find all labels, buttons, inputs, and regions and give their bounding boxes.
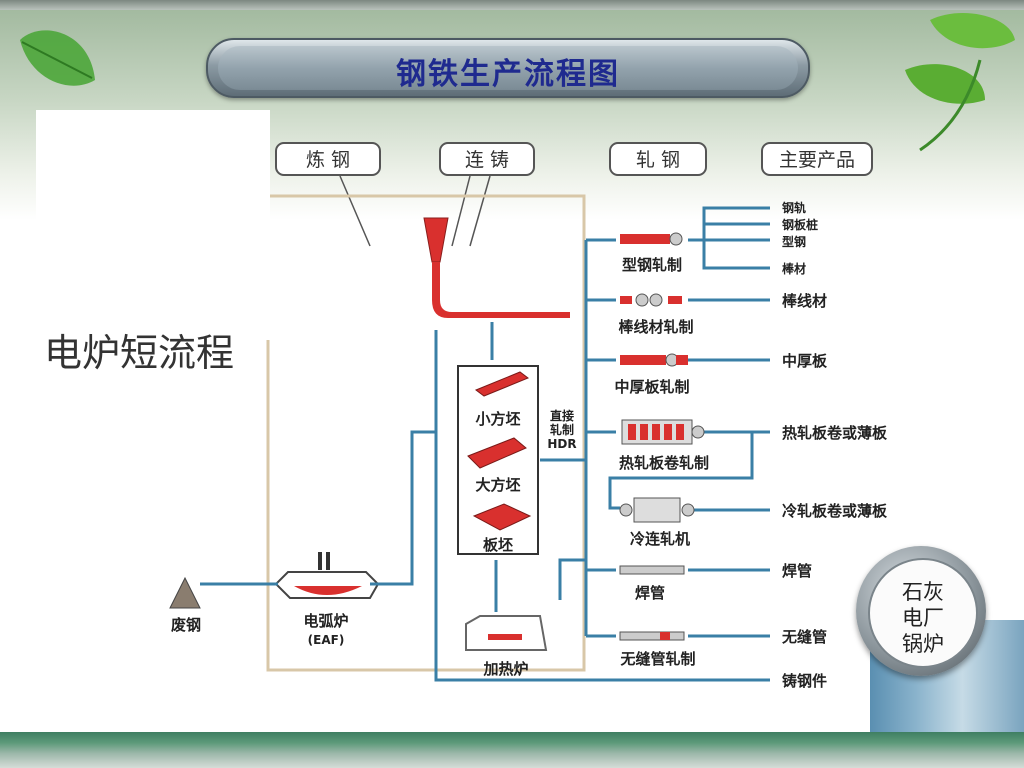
product-label: 钢轨 [782,200,806,215]
mill-label: 焊管 [635,584,665,602]
steelmaking-frame [266,194,586,672]
scrap-label: 废钢 [171,616,201,634]
mill-label: 棒线材轧制 [618,318,693,336]
stage-header-rolling: 轧 钢 [609,142,707,176]
mill-label: 冷连轧机 [630,530,690,548]
small-billet-icon [474,371,530,397]
stage-header-casting: 连 铸 [439,142,535,176]
product-label: 钢板桩 [782,217,818,232]
blank-panel [36,110,270,340]
large-billet-icon [467,437,527,469]
bottom-frame [0,732,1024,768]
stage-header-products: 主要产品 [761,142,873,176]
pointer-line [469,175,491,247]
seamless-pipe-icon [619,631,685,641]
flow-lines [200,206,770,682]
product-label: 型钢 [782,234,806,249]
hot-strip-mill-icon [621,419,705,445]
hdr-label-3: HDR [547,437,576,451]
top-frame [0,0,1024,10]
stage-header-steelmaking: 炼 钢 [275,142,381,176]
title-inner [218,46,798,90]
link-badge[interactable]: 石灰 电厂 锅炉 [856,546,986,676]
product-label: 中厚板 [782,352,828,370]
eaf-label: 电弧炉 [303,612,348,630]
mill-label: 热轧板卷轧制 [619,454,709,472]
mill-label: 中厚板轧制 [614,378,689,396]
furnace-label: 加热炉 [482,660,528,678]
welded-pipe-icon [619,565,685,575]
hdr-label-2: 轧制 [550,422,574,437]
side-label: 电炉短流程 [40,320,239,379]
stage-header-label: 连 铸 [465,149,509,171]
product-label: 棒材 [782,261,806,276]
eaf-abbr-label: (EAF) [308,633,345,647]
hdr-label-1: 直接 [550,408,574,423]
section-mill-icon [620,232,683,246]
small-billet-label: 小方坯 [475,410,520,428]
eaf-icon [274,552,380,599]
stage-header-label: 炼 钢 [306,149,350,171]
product-label: 无缝管 [781,628,827,646]
product-label: 热轧板卷或薄板 [782,424,888,442]
pointer-line [339,175,371,247]
title-bar: 钢铁生产流程图 [206,38,810,98]
pointer-line [451,175,471,247]
slab-label: 板坯 [483,536,513,554]
product-label: 铸钢件 [782,672,827,690]
large-billet-label: 大方坯 [475,476,520,494]
product-label: 焊管 [782,562,812,580]
badge-face: 石灰 电厂 锅炉 [868,558,978,668]
badge-line-3: 锅炉 [902,632,944,656]
plate-mill-icon [620,353,688,367]
mill-label: 无缝管轧制 [619,650,695,668]
product-label: 棒线材 [782,292,827,310]
badge-line-2: 电厂 [902,606,944,630]
slab-icon [472,503,532,531]
bar-mill-icon [620,293,682,307]
cold-mill-icon [619,497,695,523]
badge-line-1: 石灰 [902,580,944,604]
page-title: 钢铁生产流程图 [396,57,620,92]
scrap-icon [169,576,201,609]
continuous-caster [423,217,570,318]
stage-header-label: 主要产品 [779,149,855,171]
reheating-furnace-icon [465,615,548,651]
product-label: 冷轧板卷或薄板 [782,502,888,520]
mill-label: 型钢轧制 [622,256,682,274]
stage-header-label: 轧 钢 [636,149,680,171]
